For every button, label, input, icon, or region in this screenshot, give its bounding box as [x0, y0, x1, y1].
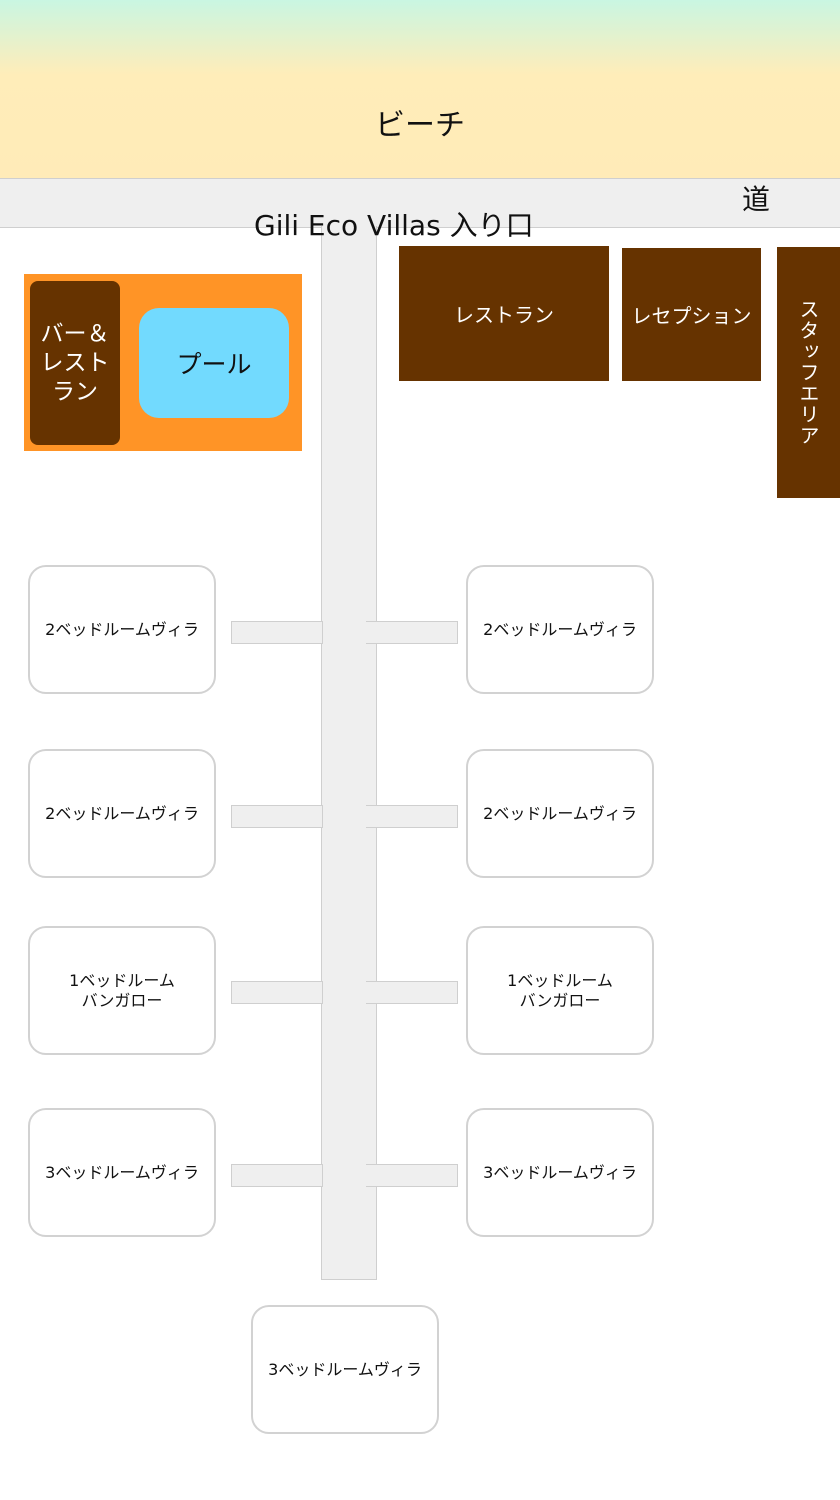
- branch-path: [366, 1164, 458, 1187]
- villa-label: 3ベッドルームヴィラ: [45, 1162, 199, 1182]
- beach-label: ビーチ: [375, 108, 465, 143]
- bungalow-left[interactable]: 1ベッドルーム バンガロー: [28, 926, 216, 1055]
- entrance-label: Gili Eco Villas 入り口: [254, 209, 534, 242]
- restaurant-building[interactable]: レストラン: [399, 246, 609, 381]
- path-junction: [322, 806, 376, 827]
- branch-path: [231, 805, 323, 828]
- villa-label: 2ベッドルームヴィラ: [45, 619, 199, 639]
- main-path: [321, 226, 377, 1280]
- staff-area-building[interactable]: スタッフエリア: [777, 247, 840, 498]
- bungalow-right[interactable]: 1ベッドルーム バンガロー: [466, 926, 654, 1055]
- villa-left-3[interactable]: 3ベッドルームヴィラ: [28, 1108, 216, 1237]
- branch-path: [231, 981, 323, 1004]
- bar-restaurant-label: バー＆ レストラン: [40, 320, 110, 405]
- branch-path: [366, 621, 458, 644]
- branch-path: [366, 981, 458, 1004]
- reception-building[interactable]: レセプション: [622, 248, 761, 381]
- path-junction: [322, 1165, 376, 1186]
- villa-bottom[interactable]: 3ベッドルームヴィラ: [251, 1305, 439, 1434]
- villa-label: 3ベッドルームヴィラ: [268, 1359, 422, 1379]
- road: [0, 178, 840, 228]
- villa-label: 1ベッドルーム バンガロー: [507, 970, 613, 1010]
- villa-right-2[interactable]: 2ベッドルームヴィラ: [466, 749, 654, 878]
- villa-label: 2ベッドルームヴィラ: [483, 803, 637, 823]
- villa-label: 1ベッドルーム バンガロー: [69, 970, 175, 1010]
- villa-right-3[interactable]: 3ベッドルームヴィラ: [466, 1108, 654, 1237]
- villa-label: 2ベッドルームヴィラ: [483, 619, 637, 639]
- villa-label: 2ベッドルームヴィラ: [45, 803, 199, 823]
- reception-label: レセプション: [631, 304, 752, 328]
- road-label: 道: [742, 183, 771, 216]
- path-junction: [322, 622, 376, 643]
- bar-restaurant[interactable]: バー＆ レストラン: [30, 281, 120, 445]
- branch-path: [366, 805, 458, 828]
- pool-label: プール: [176, 350, 252, 379]
- branch-path: [231, 621, 323, 644]
- path-junction: [322, 982, 376, 1003]
- restaurant-label: レストラン: [454, 303, 554, 327]
- villa-left-2[interactable]: 2ベッドルームヴィラ: [28, 749, 216, 878]
- beach-area: [0, 0, 840, 178]
- staff-area-label: スタッフエリア: [796, 299, 820, 446]
- villa-right-1[interactable]: 2ベッドルームヴィラ: [466, 565, 654, 694]
- villa-left-1[interactable]: 2ベッドルームヴィラ: [28, 565, 216, 694]
- villa-label: 3ベッドルームヴィラ: [483, 1162, 637, 1182]
- branch-path: [231, 1164, 323, 1187]
- pool[interactable]: プール: [139, 308, 289, 418]
